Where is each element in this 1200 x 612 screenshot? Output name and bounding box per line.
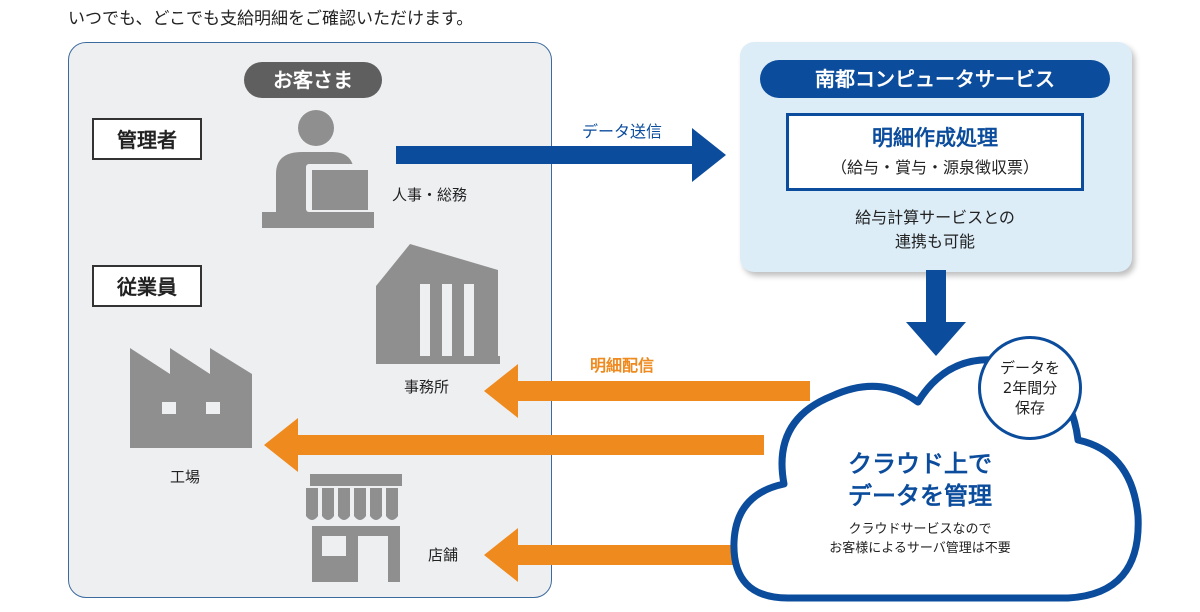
- delivery-arrow-store: [484, 528, 738, 582]
- customer-title: お客さま: [244, 62, 382, 98]
- cloud-title-line1: クラウド上で: [848, 450, 992, 478]
- hr-label: 人事・総務: [392, 186, 468, 204]
- cloud-note-line2: お客様によるサーバ管理は不要: [829, 541, 1011, 556]
- process-subtitle: （給与・賞与・源泉徴収票）: [830, 158, 1039, 177]
- admin-person-icon: [262, 110, 374, 228]
- delivery-label: 明細配信: [590, 356, 655, 375]
- store-label: 店舗: [428, 546, 459, 564]
- payslip-process-box: 明細作成処理 （給与・賞与・源泉徴収票）: [786, 113, 1084, 191]
- storage-period-badge: データを 2年間分 保存: [978, 336, 1082, 440]
- delivery-arrow-office: [484, 364, 810, 418]
- factory-label: 工場: [170, 468, 201, 486]
- data-send-arrow: [396, 128, 726, 182]
- employee-role-label: 従業員: [92, 265, 202, 307]
- cloud-title-line2: データを管理: [848, 482, 992, 510]
- store-icon: [306, 474, 402, 582]
- storage-line1: データを: [999, 359, 1060, 377]
- delivery-arrow-factory: [264, 418, 764, 472]
- admin-role-label: 管理者: [92, 118, 202, 160]
- office-label: 事務所: [404, 378, 450, 396]
- cloud-note-line1: クラウドサービスなので: [848, 522, 992, 537]
- cloud-note: クラウドサービスなので お客様によるサーバ管理は不要: [790, 520, 1050, 558]
- page-caption: いつでも、どこでも支給明細をご確認いただけます。: [68, 9, 474, 29]
- factory-icon: [130, 348, 252, 448]
- cloud-title: クラウド上で データを管理: [790, 448, 1050, 512]
- storage-line3: 保存: [1014, 399, 1045, 417]
- storage-line2: 2年間分: [1002, 379, 1058, 397]
- service-provider-title: 南都コンピュータサービス: [760, 60, 1110, 98]
- service-note-line2: 連携も可能: [894, 232, 975, 251]
- service-note-line1: 給与計算サービスとの: [855, 208, 1015, 227]
- service-note: 給与計算サービスとの 連携も可能: [760, 206, 1110, 254]
- process-title: 明細作成処理: [872, 126, 998, 150]
- office-building-icon: [376, 244, 500, 364]
- data-send-label: データ送信: [582, 122, 663, 141]
- upload-down-arrow: [906, 270, 966, 356]
